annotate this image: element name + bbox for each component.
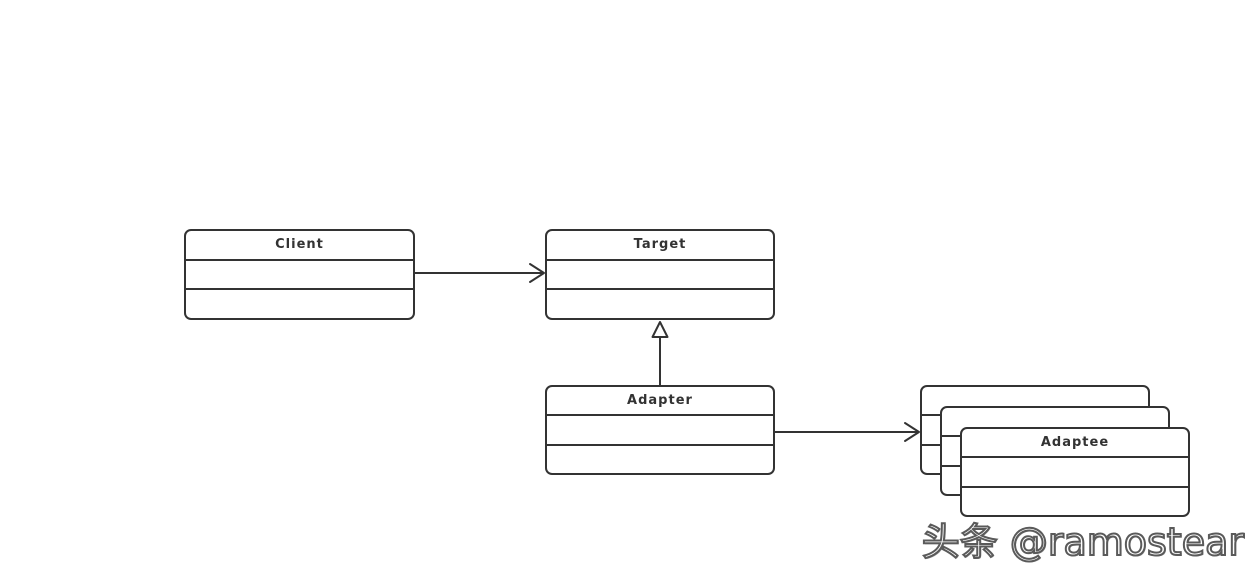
class-box-adapter: Adapter xyxy=(545,385,775,475)
class-box-target: Target xyxy=(545,229,775,320)
class-title-target: Target xyxy=(547,231,773,261)
class-attributes-client xyxy=(186,261,413,291)
class-title-adaptee: Adaptee xyxy=(962,429,1188,459)
watermark-text: 头条 @ramostear xyxy=(921,519,1245,565)
generalization-arrow-adapter-target xyxy=(651,321,669,385)
class-methods-adapter xyxy=(547,446,773,473)
class-attributes-adaptee xyxy=(962,458,1188,488)
class-methods-target xyxy=(547,290,773,318)
class-methods-client xyxy=(186,290,413,318)
class-box-adaptee: Adaptee xyxy=(960,427,1190,517)
class-methods-adaptee xyxy=(962,488,1188,515)
association-arrow-adapter-adaptee xyxy=(774,422,920,442)
class-title-client: Client xyxy=(186,231,413,261)
class-attributes-target xyxy=(547,261,773,291)
class-box-client: Client xyxy=(184,229,415,320)
class-title-adapter: Adapter xyxy=(547,387,773,417)
class-attributes-adapter xyxy=(547,416,773,446)
association-arrow-client-target xyxy=(414,263,545,283)
